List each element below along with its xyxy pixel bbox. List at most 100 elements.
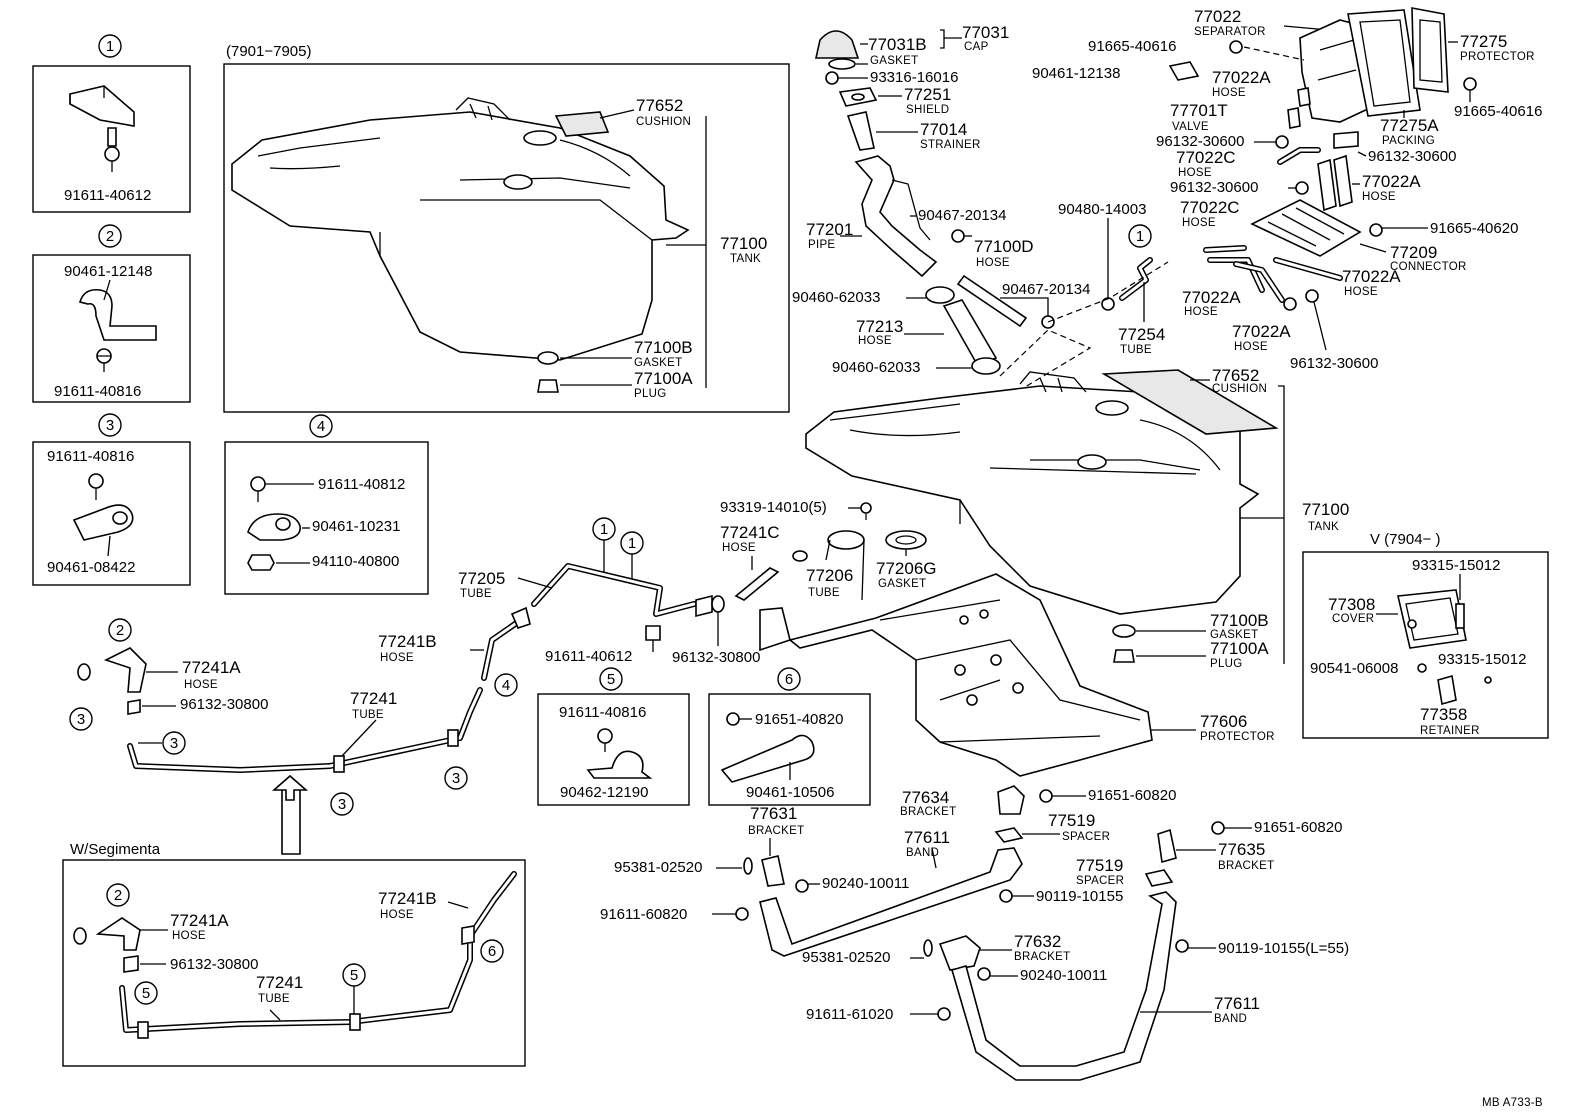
- clamp-part: [247, 513, 301, 541]
- detail-frame: [32, 254, 191, 403]
- ref-number: 1: [600, 521, 608, 538]
- ref-number: 1: [1136, 228, 1144, 245]
- part-number: 77100B: [634, 338, 693, 357]
- part-number: 96132-30600: [1290, 355, 1378, 372]
- main-tank: 77652 CUSHION 77100 TANK 77100B GASKET 7…: [805, 366, 1349, 670]
- ref-number: 5: [142, 985, 150, 1002]
- part-number: 93315-15012: [1438, 651, 1526, 668]
- part-name: HOSE: [172, 930, 206, 942]
- part-number: 90119-10155: [1036, 888, 1123, 905]
- part-name: CAP: [964, 41, 989, 53]
- ref-number: 5: [350, 967, 358, 984]
- part-name: TANK: [730, 253, 761, 265]
- part-number: 91611-61020: [806, 1006, 893, 1023]
- part-name: BRACKET: [1218, 860, 1274, 872]
- part-number: 96132-30800: [170, 956, 258, 973]
- part-name: TUBE: [1120, 344, 1152, 356]
- part-number: 77652: [1212, 366, 1259, 385]
- part-number: 77100A: [1210, 639, 1269, 658]
- cushion-part: [1101, 369, 1279, 435]
- part-name: GASKET: [878, 578, 926, 590]
- part-number: 77241: [256, 973, 303, 992]
- hose-part: [956, 274, 1028, 328]
- cap-part: [815, 30, 860, 59]
- nut-part: [247, 554, 275, 571]
- box-title: (7901−7905): [226, 43, 312, 60]
- part-number: 77241B: [378, 632, 437, 651]
- part-number: 77022A: [1182, 288, 1241, 307]
- part-number: 77014: [920, 120, 967, 139]
- part-number: 94110-40800: [312, 553, 399, 570]
- fuel-lines: 1 1 77205 TUBE 91611-40612 96132-30800 7…: [69, 517, 760, 855]
- detail-frame: [1302, 551, 1549, 739]
- part-name: PLUG: [634, 388, 667, 400]
- part-name: HOSE: [1362, 191, 1396, 203]
- detail-box-2: 2 90461-12148 91611-40816: [32, 224, 191, 403]
- strainer-part: [846, 111, 875, 151]
- part-number: 91665-40616: [1454, 103, 1542, 120]
- part-number: 77635: [1218, 840, 1265, 859]
- clamp-part: [586, 750, 653, 779]
- part-name: TANK: [1308, 521, 1339, 533]
- part-name: CUSHION: [636, 116, 691, 128]
- part-number: 91611-40816: [54, 383, 141, 400]
- part-name: BRACKET: [748, 825, 804, 837]
- part-number: 96132-30600: [1156, 133, 1244, 150]
- part-number: 77701T: [1170, 101, 1228, 120]
- part-number: 77100: [1302, 500, 1349, 519]
- detail-frame: [708, 693, 871, 806]
- band-part: [951, 891, 1177, 1081]
- bracket-part: [938, 935, 981, 971]
- part-number: 95381-02520: [614, 859, 702, 876]
- ref-number: 5: [607, 671, 615, 688]
- filler-group: 77031B GASKET 77031 CAP 93316-16016 7725…: [792, 23, 1092, 397]
- part-number: 77275A: [1380, 116, 1439, 135]
- part-number: 77519: [1076, 856, 1123, 875]
- separator-part: [1299, 19, 1371, 123]
- part-number: 77205: [458, 569, 505, 588]
- part-number: 77206: [806, 566, 853, 585]
- band-group: 77634 BRACKET 91651-60820 77519 SPACER 9…: [600, 785, 1349, 1081]
- hose-part: [942, 299, 998, 368]
- part-number: 77631: [750, 804, 797, 823]
- part-number: 77031: [962, 23, 1009, 42]
- vent-group: 77022 SEPARATOR 77275 PROTECTOR 91665-40…: [1032, 7, 1542, 372]
- band-part: [759, 847, 1023, 957]
- part-name: SHIELD: [906, 104, 949, 116]
- part-number: 90119-10155(L=55): [1218, 940, 1349, 957]
- part-name: COVER: [1332, 613, 1374, 625]
- tank-shell: [805, 385, 1260, 615]
- part-number: 77519: [1048, 811, 1095, 830]
- part-name: STRAINER: [920, 139, 981, 151]
- part-number: 90240-10011: [1020, 967, 1107, 984]
- box-title: V (7904− ): [1370, 531, 1440, 548]
- part-number: 91611-40812: [318, 476, 405, 493]
- part-name: HOSE: [722, 542, 756, 554]
- detail-frame: [32, 65, 191, 213]
- part-number: 77022A: [1362, 172, 1421, 191]
- part-name: HOSE: [858, 335, 892, 347]
- part-number: 77031B: [868, 35, 927, 54]
- ref-number: 6: [488, 943, 496, 960]
- part-name: HOSE: [1212, 87, 1246, 99]
- part-number: 77209: [1390, 243, 1437, 262]
- detail-box-3: 3 91611-40816 90461-08422: [32, 413, 191, 586]
- ref-circle-1: [98, 34, 122, 58]
- detail-frame: [537, 693, 690, 806]
- detail-frame: [223, 63, 790, 413]
- sender-part: [827, 530, 865, 550]
- part-number: 77241C: [720, 523, 780, 542]
- part-number: 77241: [350, 689, 397, 708]
- part-number: 91611-60820: [600, 906, 687, 923]
- part-number: 90461-12138: [1032, 65, 1120, 82]
- part-name: BRACKET: [900, 806, 956, 818]
- ref-number: 4: [502, 677, 510, 694]
- ref-number: 2: [114, 887, 122, 904]
- part-name: HOSE: [1184, 306, 1218, 318]
- connector-part: [1250, 199, 1362, 257]
- cover-part: [1397, 589, 1467, 649]
- detail-box-6: 6 91651-40820 90461-10506: [708, 667, 871, 806]
- part-name: GASKET: [1210, 629, 1258, 641]
- part-name: BAND: [906, 847, 939, 859]
- hose-part: [734, 567, 780, 601]
